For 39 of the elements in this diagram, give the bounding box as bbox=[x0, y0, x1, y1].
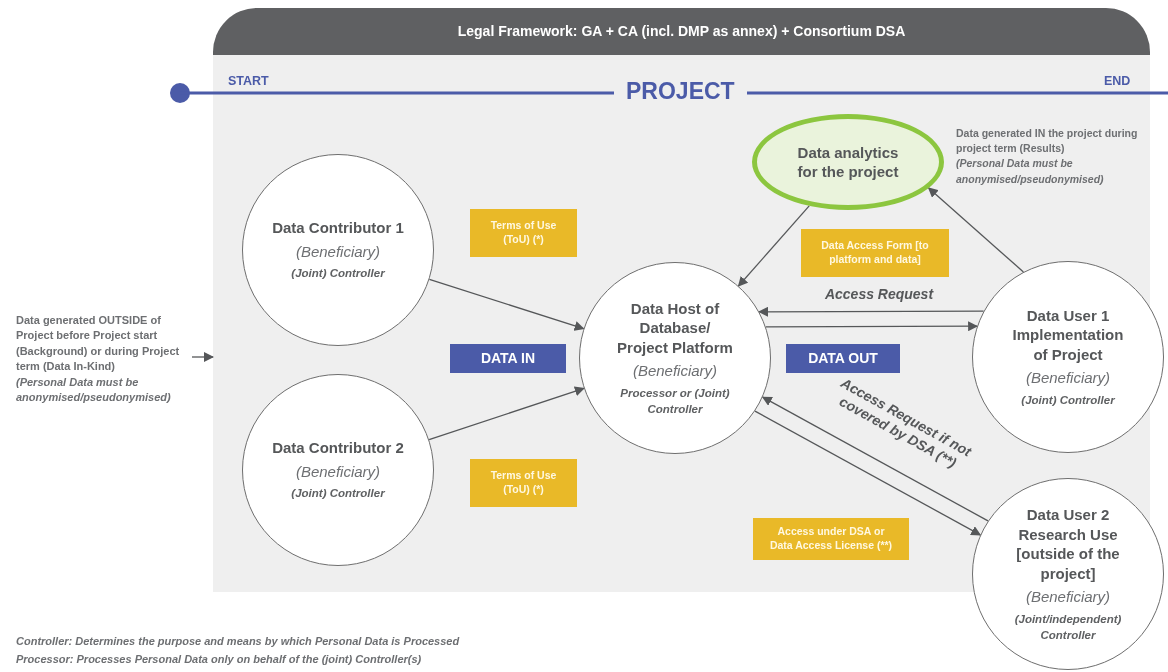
role-text: (Beneficiary) bbox=[1025, 368, 1111, 388]
condition-tag: Data Access Form [to platform and data] bbox=[801, 229, 949, 277]
arrow bbox=[927, 187, 1025, 273]
node-caption: Data generated IN the project during project term (Results) bbox=[956, 126, 1139, 157]
note-remark: (Personal Data must be anonymised/pseudonymised) bbox=[16, 374, 172, 405]
condition-tag: Access under DSA or Data Access License (**) bbox=[753, 518, 909, 560]
arrow bbox=[761, 396, 989, 522]
node-title: Data User 1 Implementation of Project bbox=[1011, 305, 1125, 365]
node-title: Data User 2 Research Use [outside of the project] bbox=[1015, 505, 1121, 584]
role-text: (Beneficiary) bbox=[295, 241, 381, 262]
controller-text: (Joint) Controller bbox=[290, 266, 386, 282]
node-title: Data Contributor 1 bbox=[271, 218, 405, 238]
arrow bbox=[428, 278, 585, 331]
arrow bbox=[191, 352, 214, 362]
note-text: Data generated OUTSIDE of Project before Project start (Background) or during Project term (Data In-Kind) bbox=[16, 313, 181, 375]
definition-note: Controller: Determines the purpose and means by which Personal Data is Processed bbox=[16, 634, 460, 649]
flow-tag: DATA IN bbox=[450, 344, 566, 373]
node-title: Data Contributor 2 bbox=[271, 438, 405, 458]
controller-text: (Joint/independent) Controller bbox=[1013, 611, 1123, 643]
flow-tag: DATA OUT bbox=[786, 344, 900, 373]
start-label: START bbox=[228, 73, 269, 90]
arrow bbox=[754, 410, 982, 536]
controller-text: (Joint) Controller bbox=[1020, 392, 1116, 408]
node-title: Data analytics for the project bbox=[796, 142, 900, 182]
arrow bbox=[428, 386, 585, 441]
caption-remark: (Personal Data must be anonymised/pseudonymised) bbox=[956, 156, 1105, 187]
node-title: Data Host of Database/ Project Platform bbox=[616, 298, 734, 358]
end-label: END bbox=[1104, 73, 1131, 90]
framework-header: Legal Framework: GA + CA (incl. DMP as annex) + Consortium DSA bbox=[213, 8, 1150, 55]
definition-note: Processor: Processes Personal Data only on behalf of the (joint) Controller(s) bbox=[16, 651, 423, 667]
arrow bbox=[758, 306, 985, 317]
role-text: (Beneficiary) bbox=[1025, 587, 1111, 607]
controller-text: Processor or (Joint) Controller bbox=[619, 385, 731, 417]
condition-tag: Terms of Use (ToU) (*) bbox=[470, 209, 577, 257]
role-text: (Beneficiary) bbox=[295, 461, 381, 482]
role-text: (Beneficiary) bbox=[632, 361, 718, 381]
controller-text: (Joint) Controller bbox=[290, 486, 386, 502]
arrow bbox=[765, 321, 979, 332]
condition-tag: Terms of Use (ToU) (*) bbox=[470, 459, 577, 507]
